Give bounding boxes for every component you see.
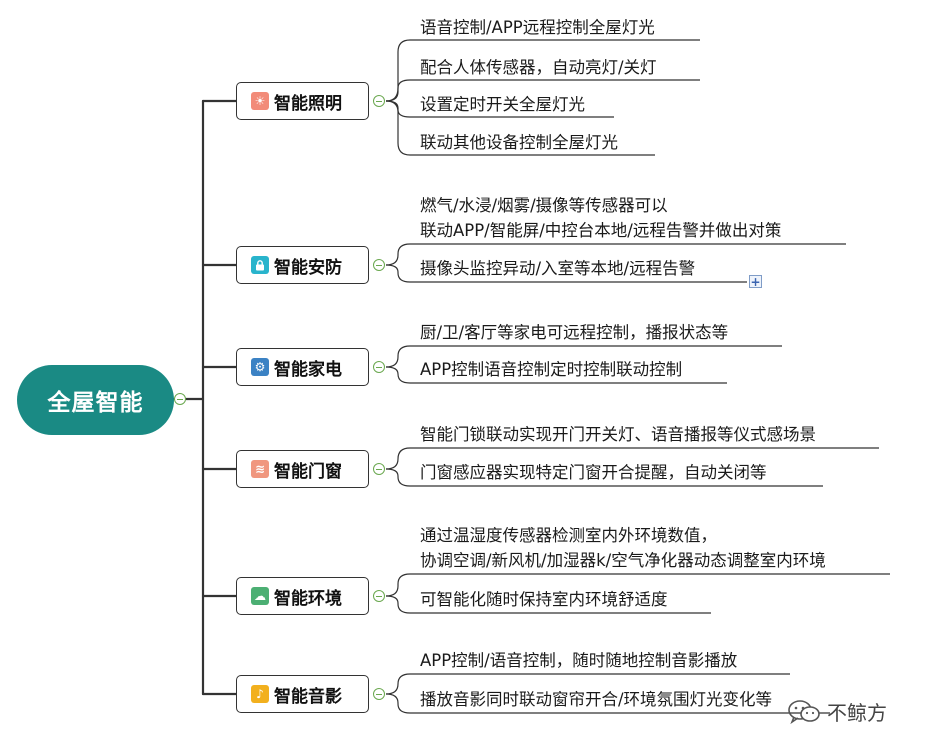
leaf-text: 播放音影同时联动窗帘开合/环境氛围灯光变化等: [420, 690, 773, 709]
branch-collapse-toggle[interactable]: [373, 361, 385, 373]
leaf-text: 协调空调/新风机/加湿器k/空气净化器动态调整室内环境: [420, 551, 826, 570]
lock-icon: [251, 256, 269, 274]
branch-collapse-toggle[interactable]: [373, 95, 385, 107]
cloud-icon: ☁: [251, 587, 269, 605]
leaf-text: 可智能化随时保持室内环境舒适度: [420, 590, 668, 609]
leaf-text: 设置定时开关全屋灯光: [420, 95, 585, 114]
leaf-text: 联动其他设备控制全屋灯光: [420, 133, 618, 152]
branch-node-appliances[interactable]: ⚙ 智能家电: [236, 348, 369, 386]
leaf-text: APP控制语音控制定时控制联动控制: [420, 360, 683, 379]
root-node[interactable]: 全屋智能: [17, 365, 174, 435]
branch-label: 智能环境: [274, 588, 342, 609]
music-note-icon: ♪: [251, 685, 269, 703]
leaf-text: 燃气/水浸/烟雾/摄像等传感器可以: [420, 196, 668, 215]
wechat-icon: [788, 699, 820, 724]
branch-collapse-toggle[interactable]: [373, 463, 385, 475]
branch-label: 智能门窗: [274, 461, 342, 482]
leaf-text: 配合人体传感器，自动亮灯/关灯: [420, 58, 657, 77]
branch-collapse-toggle[interactable]: [373, 259, 385, 271]
branch-node-environment[interactable]: ☁ 智能环境: [236, 577, 369, 615]
branch-label: 智能音影: [274, 686, 342, 707]
branch-label: 智能家电: [274, 359, 342, 380]
watermark: 不鲸方: [787, 697, 887, 726]
leaf-text: 联动APP/智能屏/中控台本地/远程告警并做出对策: [420, 221, 782, 240]
branch-node-security[interactable]: 智能安防: [236, 246, 369, 284]
expand-topic-button[interactable]: +: [749, 274, 762, 289]
branch-node-lighting[interactable]: ☀ 智能照明: [236, 82, 369, 120]
leaf-text: APP控制/语音控制，随时随地控制音影播放: [420, 651, 738, 670]
leaf-text: 智能门锁联动实现开门开关灯、语音播报等仪式感场景: [420, 425, 816, 444]
branch-collapse-toggle[interactable]: [373, 590, 385, 602]
branch-node-doors-windows[interactable]: ≋ 智能门窗: [236, 450, 369, 488]
leaf-text: 摄像头监控异动/入室等本地/远程告警: [420, 259, 696, 278]
branch-collapse-toggle[interactable]: [373, 688, 385, 700]
lock-icon-shape: [256, 260, 264, 271]
branch-label: 智能照明: [274, 93, 342, 114]
gear-icon: ⚙: [251, 358, 269, 376]
root-collapse-toggle[interactable]: [174, 393, 186, 405]
root-label: 全屋智能: [47, 390, 144, 416]
branch-node-audio-video[interactable]: ♪ 智能音影: [236, 675, 369, 713]
leaf-text: 厨/卫/客厅等家电可远程控制，播报状态等: [420, 323, 729, 342]
branch-label: 智能安防: [274, 257, 342, 278]
leaf-text: 通过温湿度传感器检测室内外环境数值，: [420, 526, 717, 545]
watermark-text: 不鲸方: [827, 701, 887, 725]
sun-icon: ☀: [251, 92, 269, 110]
leaf-text: 语音控制/APP远程控制全屋灯光: [420, 18, 655, 37]
layers-icon: ≋: [251, 460, 269, 478]
leaf-text: 门窗感应器实现特定门窗开合提醒，自动关闭等: [420, 463, 767, 482]
